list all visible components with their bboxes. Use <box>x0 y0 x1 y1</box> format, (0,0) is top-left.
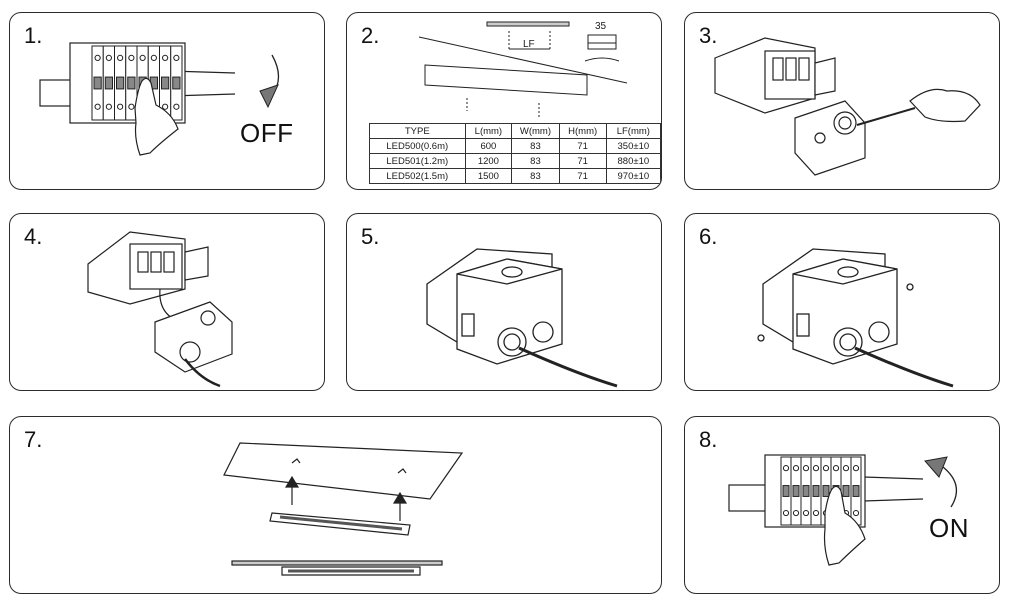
table-cell: 71 <box>558 138 607 154</box>
breaker-toggle <box>792 485 800 497</box>
terminal-screw <box>782 509 790 517</box>
terminal-screw <box>105 103 112 110</box>
table-cell: LED501(1.2m) <box>369 153 466 169</box>
terminal-screw <box>139 54 146 61</box>
terminal-screw <box>162 103 169 110</box>
off-label: OFF <box>240 118 294 148</box>
terminal-screw <box>173 103 180 110</box>
breaker-toggle <box>852 485 860 497</box>
breaker-toggle <box>161 76 170 90</box>
table-cell: LED502(1.5m) <box>369 168 466 184</box>
breaker-off-illustration <box>39 42 280 156</box>
table-cell: 83 <box>511 138 560 154</box>
terminal-screw <box>128 103 135 110</box>
step-3-panel: 3. <box>684 12 1000 190</box>
table-cell: 600 <box>464 138 513 154</box>
lf-dimension-label: LF <box>523 39 535 50</box>
clip-width-label: 35 <box>595 21 607 32</box>
terminal-screw <box>117 103 124 110</box>
breaker-toggle <box>172 76 181 90</box>
table-cell: 350±10 <box>605 138 661 154</box>
breaker-toggle <box>822 485 830 497</box>
table-cell: 83 <box>511 153 560 169</box>
step-number: 8. <box>699 427 718 452</box>
spec-header-width: W(mm) <box>511 123 560 139</box>
closed-end-cap-illustration <box>426 248 618 388</box>
breaker-toggle <box>802 485 810 497</box>
table-cell: 1200 <box>464 153 513 169</box>
breaker-toggle <box>93 76 102 90</box>
step-number: 5. <box>361 224 380 249</box>
table-row: LED500(0.6m) 600 83 71 350±10 <box>369 138 661 154</box>
ceiling-mount-illustration <box>223 442 464 576</box>
breaker-toggle <box>782 485 790 497</box>
terminal-screw <box>812 465 820 472</box>
step-number: 2. <box>361 23 380 48</box>
step-1-panel: 1. OFF <box>9 12 325 190</box>
step-2-panel: 2. LF 35 TYPE L(mm) W(mm) H(mm) LF <box>346 12 662 190</box>
terminal-screw <box>94 54 101 61</box>
breaker-toggle <box>116 76 125 90</box>
terminal-screw <box>782 465 790 472</box>
spec-header-lf: LF(mm) <box>605 123 661 139</box>
step-number: 6. <box>699 224 718 249</box>
table-cell: 970±10 <box>605 168 661 184</box>
terminal-screw <box>792 509 800 517</box>
spec-table-header-row: TYPE L(mm) W(mm) H(mm) LF(mm) <box>369 123 661 139</box>
terminal-screw <box>842 465 850 472</box>
step-7-panel: 7. <box>9 416 662 594</box>
spec-header-type: TYPE <box>369 123 466 139</box>
terminal-screw <box>832 465 840 472</box>
terminal-screw <box>852 465 860 472</box>
terminal-screw <box>802 465 810 472</box>
terminal-screw <box>150 54 157 61</box>
breaker-toggle <box>842 485 850 497</box>
spec-header-height: H(mm) <box>558 123 607 139</box>
step-number: 7. <box>24 427 43 452</box>
on-label: ON <box>929 513 969 543</box>
terminal-screw <box>173 54 180 61</box>
breaker-toggle <box>812 485 820 497</box>
open-end-cap-illustration <box>714 37 981 176</box>
step-4-panel: 4. <box>9 213 325 391</box>
terminal-screw <box>105 54 112 61</box>
spec-header-length: L(mm) <box>464 123 513 139</box>
table-cell: 880±10 <box>605 153 661 169</box>
step-8-panel: 8. ON <box>684 416 1000 594</box>
breaker-toggle <box>104 76 113 90</box>
terminal-screw <box>822 465 830 472</box>
step-number: 1. <box>24 23 43 48</box>
step-5-panel: 5. <box>346 213 662 391</box>
spec-table: TYPE L(mm) W(mm) H(mm) LF(mm) LED500(0.6… <box>369 123 661 184</box>
table-cell: 71 <box>558 153 607 169</box>
table-row: LED502(1.5m) 1500 83 71 970±10 <box>369 168 661 184</box>
breaker-on-illustration <box>728 454 958 566</box>
wire-connection-illustration <box>87 231 233 388</box>
terminal-screw <box>812 509 820 517</box>
table-row: LED501(1.2m) 1200 83 71 880±10 <box>369 153 661 169</box>
table-cell: 71 <box>558 168 607 184</box>
screw-fixing-illustration <box>757 248 954 388</box>
table-cell: LED500(0.6m) <box>369 138 466 154</box>
terminal-screw <box>792 465 800 472</box>
step-number: 4. <box>24 224 43 249</box>
fixture-dimension-diagram <box>418 21 628 117</box>
terminal-screw <box>94 103 101 110</box>
terminal-screw <box>852 509 860 517</box>
step-6-panel: 6. <box>684 213 1000 391</box>
breaker-toggle <box>127 76 136 90</box>
table-cell: 1500 <box>464 168 513 184</box>
terminal-screw <box>162 54 169 61</box>
table-cell: 83 <box>511 168 560 184</box>
terminal-screw <box>117 54 124 61</box>
terminal-screw <box>128 54 135 61</box>
terminal-screw <box>802 509 810 517</box>
step-number: 3. <box>699 23 718 48</box>
